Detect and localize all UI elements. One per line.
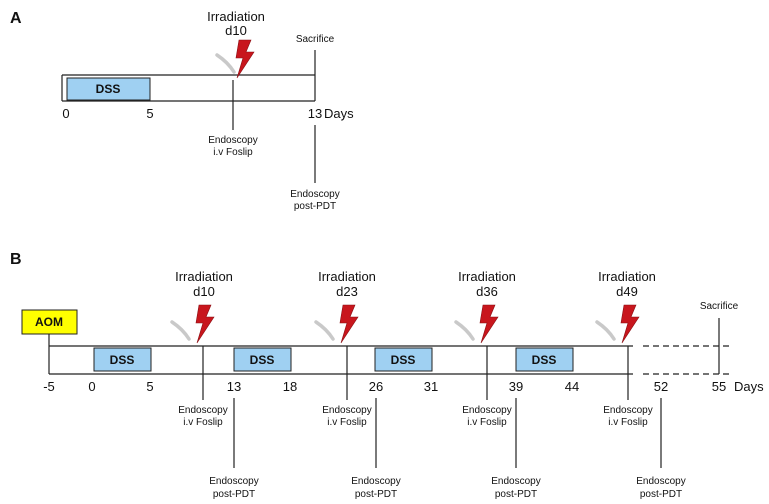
irradiation-day: d23 [336,284,358,299]
aom-label: AOM [35,315,63,329]
svg-text:Endoscopy: Endoscopy [636,476,685,487]
svg-text:Endoscopy: Endoscopy [351,476,400,487]
tick-label: 13 [227,379,241,394]
irradiation-day: d49 [616,284,638,299]
panel-a-dss-box: DSS [66,77,151,101]
endoscopy-ivfoslip-note: Endoscopy i.v Foslip [208,135,257,158]
irradiation-day: d10 [225,23,247,38]
tick-label: 0 [62,106,69,121]
lightning-bolt-icon [235,39,255,79]
light-streak-icon [170,320,191,341]
svg-text:Endoscopy: Endoscopy [290,189,339,200]
irradiation-title: Irradiation [318,269,376,284]
irradiation-marker: Irradiation d49 [595,269,656,400]
endoscopy-ivfoslip-note: Endoscopy i.v Foslip [603,405,652,428]
svg-text:Endoscopy: Endoscopy [178,405,227,416]
dss-box: DSS [515,347,574,372]
tick-label: 5 [146,379,153,394]
irradiation-title: Irradiation [175,269,233,284]
irradiation-marker: Irradiation d10 [170,269,233,400]
light-streak-icon [454,320,475,341]
tick-label: 52 [654,379,668,394]
irradiation-title: Irradiation [598,269,656,284]
irradiation-day: d36 [476,284,498,299]
svg-text:Endoscopy: Endoscopy [209,476,258,487]
tick-label: 31 [424,379,438,394]
dss-box-label: DSS [532,353,557,367]
dss-box: DSS [233,347,292,372]
sacrifice-label: Sacrifice [296,34,335,45]
endoscopy-ivfoslip-note: Endoscopy i.v Foslip [462,405,511,428]
svg-text:post-PDT: post-PDT [294,201,336,212]
svg-text:i.v Foslip: i.v Foslip [608,417,648,428]
svg-text:post-PDT: post-PDT [640,489,682,500]
endoscopy-ivfoslip-note: Endoscopy i.v Foslip [322,405,371,428]
svg-text:i.v Foslip: i.v Foslip [467,417,507,428]
light-streak-icon [595,320,616,341]
sacrifice-label: Sacrifice [700,301,739,312]
endoscopy-postpdt-note: Endoscopy post-PDT [491,476,540,500]
lightning-bolt-icon [339,304,359,344]
irradiation-day: d10 [193,284,215,299]
dss-box: DSS [374,347,433,372]
panel-a-label: A [10,10,22,27]
endoscopy-postpdt-note: Endoscopy post-PDT [290,189,339,212]
tick-label: -5 [43,379,55,394]
irradiation-title: Irradiation [458,269,516,284]
light-streak-icon [215,53,236,74]
tick-label: 39 [509,379,523,394]
days-label: Days [734,379,764,394]
irradiation-marker: Irradiation d36 [454,269,516,400]
panel-b: B AOM DSS DSS DSS DS [10,251,764,500]
endoscopy-postpdt-note: Endoscopy post-PDT [636,476,685,500]
svg-text:post-PDT: post-PDT [355,489,397,500]
dss-box-label: DSS [250,353,275,367]
dss-box-label: DSS [96,82,121,96]
endoscopy-postpdt-note: Endoscopy post-PDT [351,476,400,500]
dss-box: DSS [93,347,152,372]
svg-text:post-PDT: post-PDT [495,489,537,500]
svg-text:Endoscopy: Endoscopy [462,405,511,416]
svg-text:i.v Foslip: i.v Foslip [183,417,223,428]
irradiation-title: Irradiation [207,9,265,24]
svg-text:Endoscopy: Endoscopy [491,476,540,487]
tick-label: 44 [565,379,579,394]
panel-b-timeline [48,318,733,375]
tick-label: 0 [88,379,95,394]
irradiation-marker: Irradiation d10 [207,9,265,130]
svg-text:post-PDT: post-PDT [213,489,255,500]
tick-label: 5 [146,106,153,121]
svg-text:i.v Foslip: i.v Foslip [327,417,367,428]
svg-text:Endoscopy: Endoscopy [208,135,257,146]
light-streak-icon [314,320,335,341]
svg-text:Endoscopy: Endoscopy [603,405,652,416]
svg-text:Endoscopy: Endoscopy [322,405,371,416]
panel-a: A DSS 0 5 13 Days Irradiation d10 Sacrif… [10,9,354,212]
days-label: Days [324,106,354,121]
endoscopy-ivfoslip-note: Endoscopy i.v Foslip [178,405,227,428]
tick-label: 18 [283,379,297,394]
panel-b-label: B [10,251,22,268]
lightning-bolt-icon [620,304,640,344]
endoscopy-postpdt-note: Endoscopy post-PDT [209,476,258,500]
lightning-bolt-icon [195,304,215,344]
lightning-bolt-icon [479,304,499,344]
tick-label: 13 [308,106,322,121]
tick-label: 26 [369,379,383,394]
dss-box-label: DSS [110,353,135,367]
svg-text:i.v Foslip: i.v Foslip [213,147,253,158]
tick-label: 55 [712,379,726,394]
aom-box: AOM [21,309,78,335]
panel-a-timeline [61,50,316,102]
dss-box-label: DSS [391,353,416,367]
irradiation-marker: Irradiation d23 [314,269,376,400]
